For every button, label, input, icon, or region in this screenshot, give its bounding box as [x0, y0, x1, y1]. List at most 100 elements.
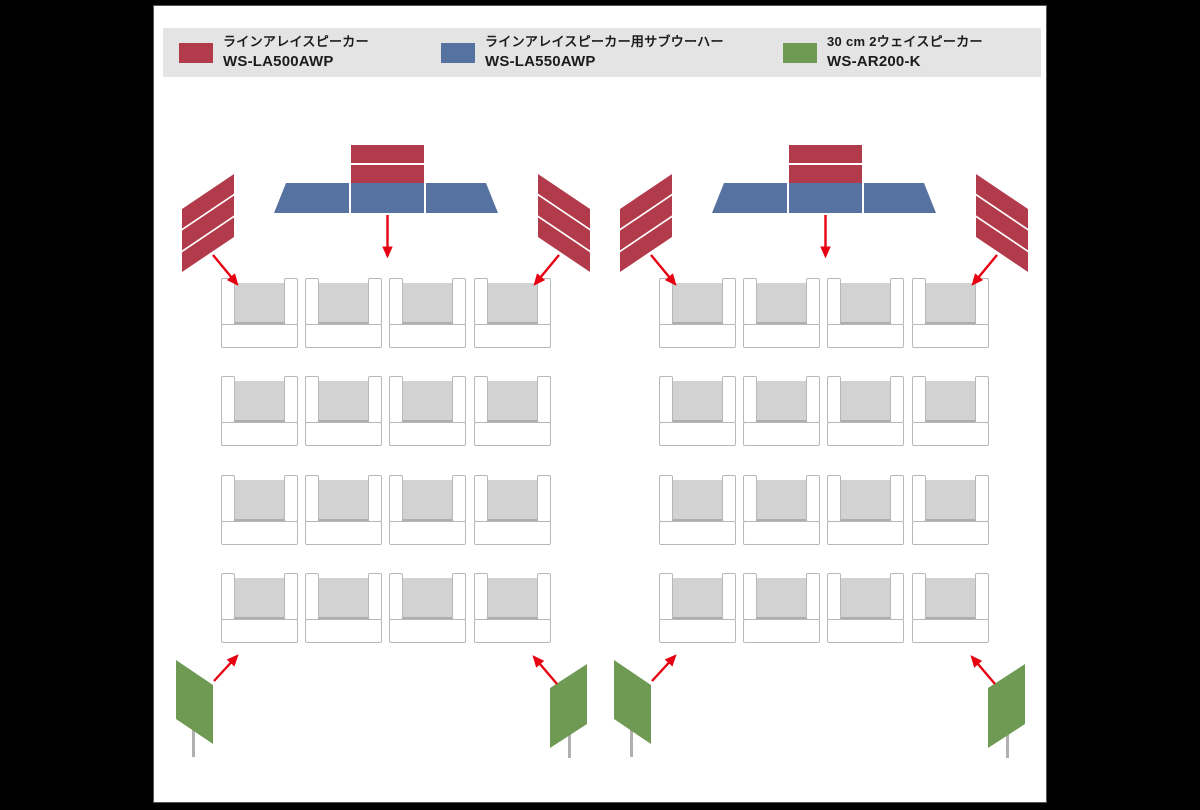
seat-armrest-right — [890, 475, 904, 522]
seat-cushion — [672, 283, 723, 324]
seat-cushion — [318, 578, 369, 619]
subwoofer-left — [712, 183, 787, 213]
seat — [305, 573, 382, 643]
center-line-array-module — [789, 145, 862, 163]
subwoofer-swatch-icon — [441, 43, 475, 63]
seat-cushion — [402, 283, 453, 324]
line-array-module — [182, 195, 234, 251]
center-line-array-module — [351, 145, 424, 163]
legend-label: 30 cm 2ウェイスピーカー — [827, 34, 983, 49]
seat-armrest-right — [890, 278, 904, 325]
seat-armrest-left — [827, 376, 841, 423]
legend-model-number: WS-LA550AWP — [485, 53, 596, 70]
seat-cushion — [925, 381, 976, 422]
side-line-array-right — [538, 174, 590, 272]
seat-back — [474, 422, 551, 446]
seat-cushion — [318, 480, 369, 521]
seat — [474, 278, 551, 348]
line-array-module — [620, 195, 672, 251]
subwoofer-right — [426, 183, 498, 213]
seat-cushion — [840, 578, 891, 619]
subwoofer-left — [274, 183, 349, 213]
seat-cushion — [234, 283, 285, 324]
two-way-speaker-swatch-icon — [783, 43, 817, 63]
seat-armrest-right — [722, 573, 736, 620]
seat-armrest-left — [827, 475, 841, 522]
seat-armrest-right — [975, 376, 989, 423]
seat-armrest-left — [305, 278, 319, 325]
seat — [389, 278, 466, 348]
legend-item-two-way: 30 cm 2ウェイスピーカー WS-AR200-K — [783, 28, 983, 77]
seat-armrest-left — [743, 376, 757, 423]
speaker-stand — [568, 724, 571, 758]
seat-back — [743, 324, 820, 348]
seat-armrest-left — [474, 573, 488, 620]
seat-cushion — [318, 381, 369, 422]
seat-cushion — [234, 578, 285, 619]
seat — [827, 573, 904, 643]
line-array-module — [538, 217, 590, 272]
seat-back — [474, 521, 551, 545]
seat-armrest-left — [305, 376, 319, 423]
seat — [474, 475, 551, 545]
seat-back — [389, 324, 466, 348]
seat-cushion — [756, 381, 807, 422]
seat-back — [827, 619, 904, 643]
seat-cushion — [672, 381, 723, 422]
seat-armrest-right — [806, 475, 820, 522]
seat-back — [221, 619, 298, 643]
seat-back — [659, 324, 736, 348]
seat-armrest-left — [305, 475, 319, 522]
seat-back — [743, 619, 820, 643]
seat-back — [659, 521, 736, 545]
seat-armrest-right — [537, 573, 551, 620]
line-array-module — [620, 217, 672, 272]
seat-armrest-left — [659, 573, 673, 620]
seat — [389, 573, 466, 643]
seat — [743, 278, 820, 348]
seat-back — [659, 422, 736, 446]
seat-armrest-right — [368, 376, 382, 423]
side-line-array-left — [620, 174, 672, 272]
speaker-layout-diagram — [154, 6, 1048, 804]
seat-armrest-right — [722, 376, 736, 423]
seat-armrest-left — [389, 475, 403, 522]
seat-back — [743, 422, 820, 446]
seat-armrest-left — [827, 573, 841, 620]
legend-model-number: WS-AR200-K — [827, 53, 921, 70]
seat — [305, 278, 382, 348]
seat-armrest-right — [806, 376, 820, 423]
line-array-speaker-swatch-icon — [179, 43, 213, 63]
seat — [743, 475, 820, 545]
seat — [912, 475, 989, 545]
two-way-speaker-panel — [614, 660, 651, 744]
rear-two-way-speaker-left — [614, 660, 651, 744]
seat-armrest-right — [722, 475, 736, 522]
seat-armrest-left — [827, 278, 841, 325]
seat-armrest-left — [389, 278, 403, 325]
seat — [659, 573, 736, 643]
seat-armrest-right — [975, 475, 989, 522]
diagram-canvas: ラインアレイスピーカー WS-LA500AWP ラインアレイスピーカー用サブウー… — [153, 5, 1047, 803]
seat-armrest-right — [806, 278, 820, 325]
seat-armrest-right — [284, 475, 298, 522]
seat-back — [221, 521, 298, 545]
seat-cushion — [487, 283, 538, 324]
seat-cushion — [756, 283, 807, 324]
rear-two-way-speaker-left — [176, 660, 213, 744]
seat — [659, 376, 736, 446]
two-way-speaker-panel — [176, 660, 213, 744]
seat-back — [743, 521, 820, 545]
speaker-stand — [192, 718, 195, 757]
seat-cushion — [672, 480, 723, 521]
seat-back — [827, 521, 904, 545]
center-line-array-module — [789, 165, 862, 183]
seat — [221, 573, 298, 643]
coverage-arrow — [213, 654, 239, 682]
line-array-module — [976, 195, 1028, 251]
seat-armrest-left — [389, 573, 403, 620]
seat-armrest-right — [975, 278, 989, 325]
line-array-module — [620, 174, 672, 229]
line-array-module — [538, 195, 590, 251]
seat-armrest-left — [659, 278, 673, 325]
